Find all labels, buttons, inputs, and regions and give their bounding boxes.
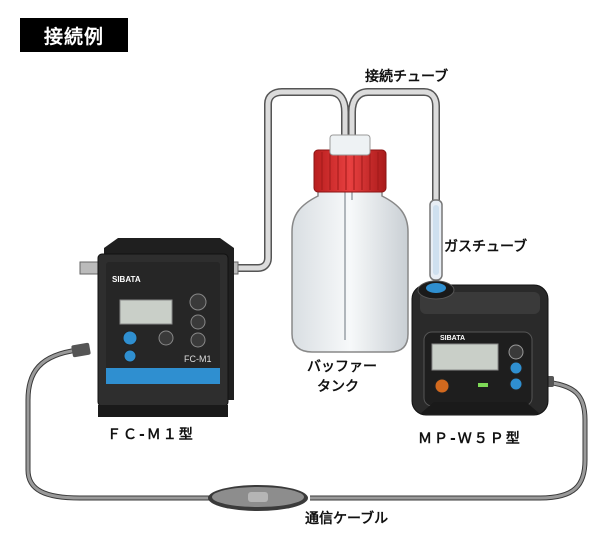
fc-blue-band: [106, 368, 220, 384]
gas-tube-probe: [429, 199, 443, 281]
fc-model-mark: FC-M1: [184, 354, 212, 364]
communication-cable: [25, 342, 588, 511]
label-gas-tube: ガスチューブ: [444, 239, 528, 255]
mp-up-button[interactable]: [509, 361, 523, 375]
bottle-cap: [313, 149, 387, 193]
fc-cable-plug: [71, 342, 91, 358]
fc-brand-logo: SIBATA: [112, 275, 141, 284]
mp-w5p-device: [411, 280, 549, 416]
label-buffer-tank-line2: タンク: [317, 379, 359, 395]
label-buffer-tank-line1: バッファー: [307, 359, 377, 375]
fc-start-button[interactable]: [122, 330, 138, 346]
mp-power-button[interactable]: [434, 378, 450, 394]
mp-down-button[interactable]: [509, 377, 523, 391]
label-fc-model: ＦＣ-Ｍ１型: [107, 427, 195, 443]
fc-up-button[interactable]: [190, 314, 206, 330]
fc-mode-button[interactable]: [189, 293, 207, 311]
label-connection-tube: 接続チューブ: [365, 69, 449, 85]
page-title: 接続例: [20, 18, 128, 52]
mp-brand-logo: SIBATA: [440, 335, 465, 342]
fc-stop-button[interactable]: [123, 349, 137, 363]
buffer-tank-bottle: [291, 134, 409, 353]
mp-status-led: [478, 383, 488, 387]
label-mp-model: ＭＰ-Ｗ５Ｐ型: [418, 431, 522, 447]
fc-down-button[interactable]: [190, 332, 206, 348]
mp-lcd-display: [431, 343, 499, 371]
connection-tube: [230, 88, 440, 272]
fc-lcd-display: [119, 299, 173, 325]
fc-m1-device: [79, 238, 239, 417]
mp-mode-button[interactable]: [508, 344, 524, 360]
fc-enter-button[interactable]: [158, 330, 174, 346]
label-communication-cable: 通信ケーブル: [305, 511, 389, 527]
